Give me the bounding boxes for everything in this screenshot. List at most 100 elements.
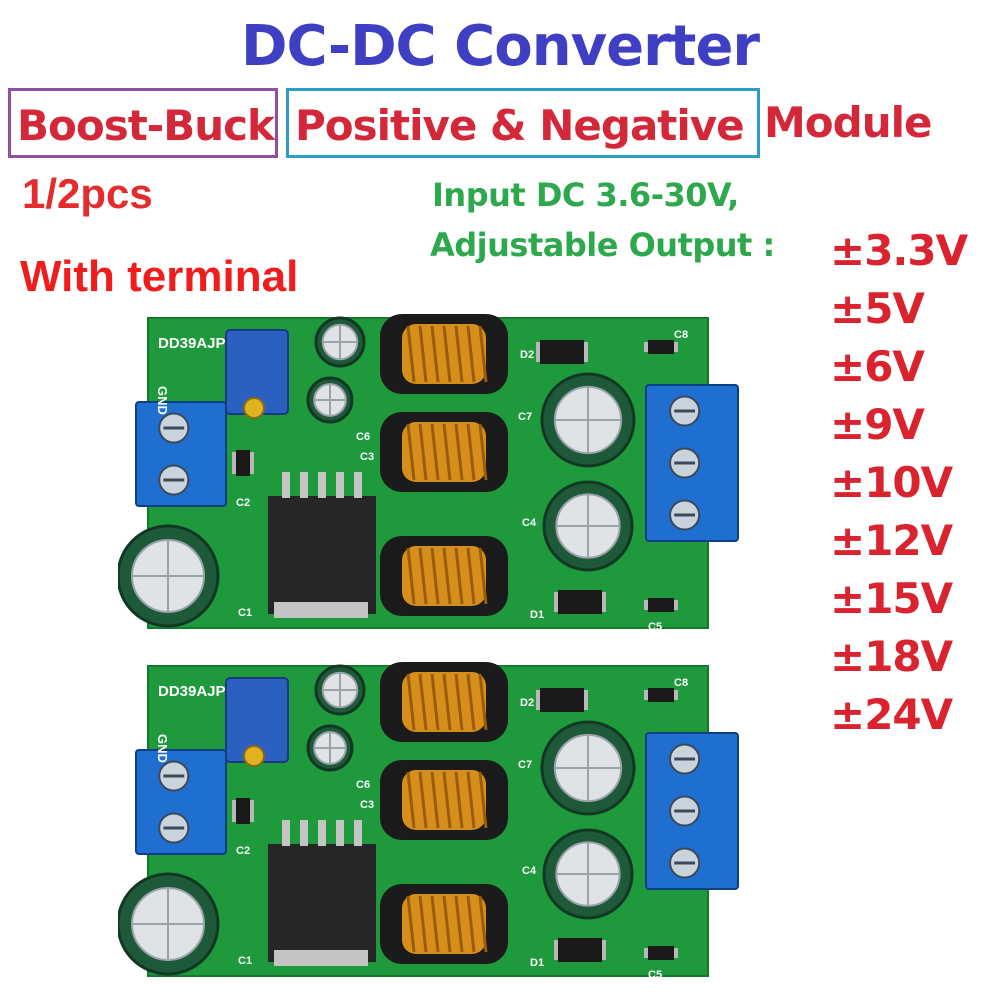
coil-winding xyxy=(478,673,488,731)
coil-winding xyxy=(466,423,476,481)
regulator-ic xyxy=(268,844,376,962)
gnd-label: GND xyxy=(155,734,170,763)
ic-tab xyxy=(274,950,368,966)
model-label: DD39AJP xyxy=(158,683,226,700)
gnd-label: GND xyxy=(155,386,170,415)
module-tag: Module xyxy=(764,98,932,147)
ic-pin xyxy=(300,472,308,498)
coil-winding xyxy=(406,895,416,953)
coil-winding xyxy=(454,547,464,605)
smd-capacitor xyxy=(648,340,674,354)
adjust-screw xyxy=(243,745,265,767)
smd-pad xyxy=(602,592,606,612)
voltage-item: ±10V xyxy=(830,458,953,507)
coil-winding xyxy=(466,673,476,731)
coil-winding xyxy=(454,325,464,383)
ic-pin xyxy=(282,820,290,846)
coil-winding xyxy=(442,325,452,383)
coil-winding xyxy=(430,325,440,383)
coil-winding xyxy=(430,771,440,829)
smd-pad xyxy=(644,600,648,610)
pcb-silkscreen-label: C7 xyxy=(518,759,532,771)
model-label: DD39AJP xyxy=(158,335,226,352)
smd-pad xyxy=(674,342,678,352)
pcb-silkscreen-label: C8 xyxy=(674,329,688,341)
pcb-silkscreen-label: C8 xyxy=(674,677,688,689)
smd-pad xyxy=(644,690,648,700)
coil-winding xyxy=(466,325,476,383)
voltage-item: ±6V xyxy=(830,342,925,391)
smd-diode xyxy=(558,590,602,614)
input-spec: Input DC 3.6-30V, xyxy=(432,176,739,214)
coil-winding xyxy=(430,547,440,605)
coil-winding xyxy=(454,895,464,953)
coil-winding xyxy=(406,547,416,605)
coil-winding xyxy=(442,673,452,731)
pcb-silkscreen-label: C3 xyxy=(360,451,374,463)
smd-diode xyxy=(540,688,584,712)
pcb-silkscreen-label: C4 xyxy=(522,865,537,877)
ic-pin xyxy=(282,472,290,498)
pcb-silkscreen-label: C5 xyxy=(648,621,662,633)
inductor-coil xyxy=(402,546,486,606)
coil-winding xyxy=(406,673,416,731)
terminal-label: With terminal xyxy=(20,252,299,301)
smd-diode xyxy=(558,938,602,962)
pcb-silkscreen-label: C2 xyxy=(236,497,250,509)
smd-pad xyxy=(602,940,606,960)
ic-pin xyxy=(354,472,362,498)
smd-pad xyxy=(584,342,588,362)
coil-winding xyxy=(442,547,452,605)
smd-pad xyxy=(674,948,678,958)
smd-pad xyxy=(644,342,648,352)
coil-winding xyxy=(454,771,464,829)
pcb-silkscreen-label: D2 xyxy=(520,697,534,709)
inductor-coil xyxy=(402,422,486,482)
coil-winding xyxy=(418,895,428,953)
coil-winding xyxy=(418,771,428,829)
ic-pin xyxy=(336,472,344,498)
voltage-item: ±5V xyxy=(830,284,925,333)
voltage-list: ±3.3V ±5V ±6V ±9V ±10V ±12V ±15V ±18V ±2… xyxy=(830,222,968,744)
pcb-silkscreen-label: C1 xyxy=(238,955,252,967)
pcb-silkscreen-label: D2 xyxy=(520,349,534,361)
pcb-silkscreen-label: D1 xyxy=(530,609,544,621)
coil-winding xyxy=(466,895,476,953)
ic-pin xyxy=(336,820,344,846)
quantity-label: 1/2pcs xyxy=(22,170,153,217)
inductor-coil xyxy=(402,894,486,954)
smd-capacitor xyxy=(648,946,674,960)
coil-winding xyxy=(406,771,416,829)
coil-winding xyxy=(406,325,416,383)
page-title: DC-DC Converter xyxy=(240,14,760,79)
coil-winding xyxy=(466,547,476,605)
ic-pin xyxy=(300,820,308,846)
voltage-item: ±9V xyxy=(830,400,925,449)
coil-winding xyxy=(478,895,488,953)
coil-winding xyxy=(418,423,428,481)
smd-capacitor xyxy=(236,798,250,824)
smd-capacitor xyxy=(236,450,250,476)
boost-buck-tag: Boost-Buck xyxy=(8,88,278,158)
smd-pad xyxy=(232,800,236,822)
smd-pad xyxy=(554,940,558,960)
voltage-item: ±3.3V xyxy=(830,226,968,275)
smd-pad xyxy=(536,690,540,710)
regulator-ic xyxy=(268,496,376,614)
voltage-item: ±12V xyxy=(830,516,953,565)
coil-winding xyxy=(478,423,488,481)
smd-pad xyxy=(232,452,236,474)
pcb-silkscreen-label: C5 xyxy=(648,969,662,981)
smd-capacitor xyxy=(648,598,674,612)
adjust-screw xyxy=(243,397,265,419)
pcb-silkscreen-label: C3 xyxy=(360,799,374,811)
coil-winding xyxy=(430,423,440,481)
positive-negative-tag: Positive & Negative xyxy=(286,88,760,158)
output-spec: Adjustable Output : xyxy=(430,226,775,264)
smd-capacitor xyxy=(648,688,674,702)
smd-pad xyxy=(674,690,678,700)
coil-winding xyxy=(406,423,416,481)
coil-winding xyxy=(418,325,428,383)
